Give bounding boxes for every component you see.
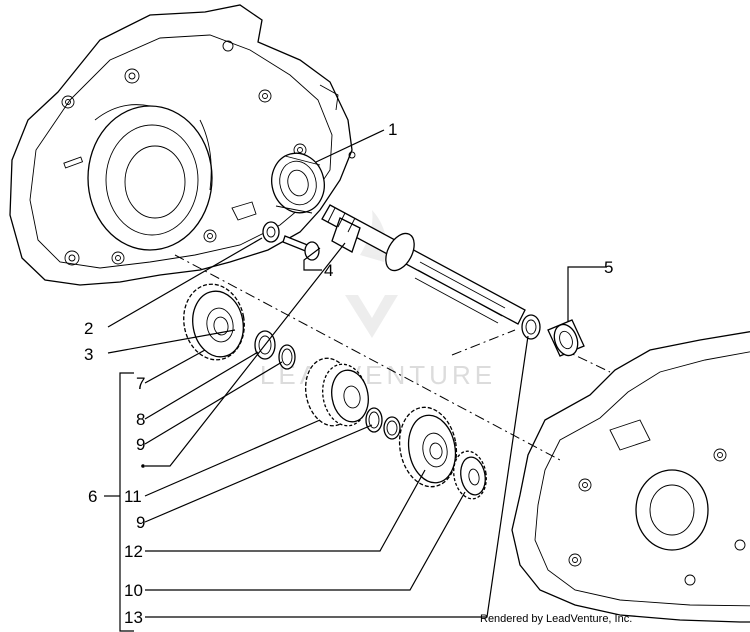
label-13: 13 <box>124 608 143 627</box>
gear-part-11 <box>304 357 369 427</box>
ball-bearing-part-1 <box>271 152 325 214</box>
circlip-part-9a <box>278 344 296 370</box>
crankcase-right-half <box>511 331 750 623</box>
credit-text: Rendered by LeadVenture, Inc. <box>480 613 632 625</box>
center-line-main <box>174 254 561 461</box>
label-3: 3 <box>84 345 93 364</box>
circlip-part-9b <box>365 407 401 440</box>
label-2: 2 <box>84 319 93 338</box>
label-1: 1 <box>388 120 397 139</box>
label-10: 10 <box>124 581 143 600</box>
washer-part-2 <box>262 221 280 243</box>
label-9-upper: 9 <box>136 435 145 454</box>
leader-lines <box>107 129 607 618</box>
gear-part-3 <box>183 283 245 361</box>
label-4: 4 <box>324 261 333 280</box>
label-6: 6 <box>88 487 97 506</box>
bullet-point <box>141 464 145 468</box>
group-bracket-6 <box>119 372 134 632</box>
label-8: 8 <box>136 410 145 429</box>
mainshaft <box>321 204 526 325</box>
needle-bearing-part-5 <box>547 319 585 357</box>
label-9-lower: 9 <box>136 513 145 532</box>
screw-part-4 <box>282 235 320 261</box>
label-11: 11 <box>124 487 142 506</box>
label-12: 12 <box>124 542 143 561</box>
label-7: 7 <box>136 374 145 393</box>
label-5: 5 <box>604 258 613 277</box>
watermark-text: LEADVENTURE <box>260 360 496 390</box>
gear-part-12 <box>398 406 458 488</box>
gear-part-10 <box>453 450 487 500</box>
center-line-ring <box>451 329 516 356</box>
thrust-washer-part-13 <box>521 314 541 340</box>
